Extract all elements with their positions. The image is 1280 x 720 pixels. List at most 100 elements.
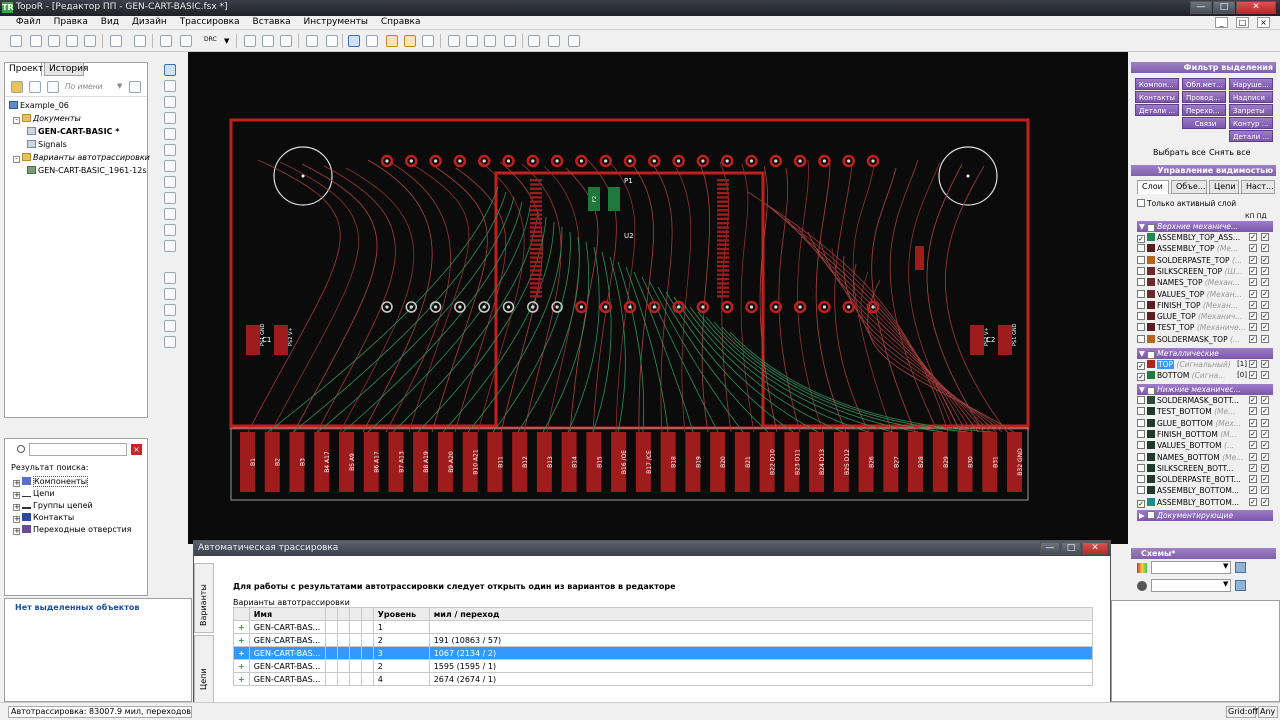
check-tool-icon[interactable] (164, 288, 176, 300)
reload-icon[interactable] (66, 35, 78, 47)
expand-icon[interactable]: + (13, 527, 20, 535)
add-icon[interactable] (29, 81, 41, 93)
split-icon[interactable] (466, 35, 478, 47)
draw-tool-icon[interactable] (164, 96, 176, 108)
layer-row[interactable]: ✓ASSEMBLY_BOTTOM... ✓✓ (1137, 497, 1273, 509)
move-tool-icon[interactable] (164, 80, 176, 92)
group-documenting[interactable]: ▶ Документирующие (1137, 510, 1273, 521)
tab-project[interactable]: Проект (4, 62, 43, 76)
layer-via-checkbox[interactable]: ✓ (1261, 244, 1269, 253)
filter-wires-button[interactable]: Провод... (1182, 91, 1226, 103)
cut-icon[interactable] (244, 35, 256, 47)
layer-pad-checkbox[interactable]: ✓ (1249, 334, 1257, 343)
layer-row[interactable]: VALUES_TOP (Механ...✓✓ (1137, 289, 1273, 301)
layer-via-checkbox[interactable]: ✓ (1261, 475, 1269, 484)
layer-pad-checkbox[interactable]: ✓ (1249, 312, 1257, 321)
layer-visible-checkbox[interactable] (1137, 334, 1145, 343)
collapse-icon[interactable]: - (13, 117, 20, 124)
via-tool-icon[interactable] (164, 224, 176, 236)
circle-tool-icon[interactable] (164, 128, 176, 140)
zoom-in-icon[interactable] (386, 35, 398, 47)
layer-pad-checkbox[interactable]: ✓ (1249, 289, 1257, 298)
new-file-icon[interactable] (10, 35, 22, 47)
layer-row[interactable]: TEST_TOP (Механиче...✓✓ (1137, 323, 1273, 334)
grid-status[interactable]: Grid:off (1226, 706, 1258, 718)
expand-row-icon[interactable]: + (233, 672, 250, 686)
layer-via-checkbox[interactable]: ✓ (1261, 334, 1269, 343)
col-metric[interactable]: мил / переход (428, 607, 1094, 621)
tree-variant-item[interactable]: GEN-CART-BASIC_1961-12s (27, 166, 147, 175)
tab-layers[interactable]: Слои (1137, 180, 1169, 194)
layer-via-checkbox[interactable]: ✓ (1261, 441, 1269, 450)
rect-tool-icon[interactable] (164, 112, 176, 124)
zoom-fit-icon[interactable] (348, 35, 360, 47)
layer-visible-checkbox[interactable] (1137, 312, 1145, 321)
layer-visible-checkbox[interactable] (1137, 475, 1145, 484)
search-result-pins[interactable]: +Контакты (13, 513, 75, 523)
grid-icon[interactable] (160, 35, 172, 47)
minimize-button[interactable]: — (1190, 1, 1212, 14)
layer-row[interactable]: SILKSCREEN_BOTT... ✓✓ (1137, 463, 1273, 475)
maximize-button[interactable]: □ (1213, 1, 1235, 14)
save-view-icon[interactable] (1235, 580, 1246, 591)
layer-via-checkbox[interactable]: ✓ (1261, 300, 1269, 309)
menu-tools[interactable]: Инструменты (303, 17, 368, 27)
text-tool-icon[interactable] (164, 192, 176, 204)
layer-row[interactable]: NAMES_BOTTOM (Ме...✓✓ (1137, 452, 1273, 464)
layer-pad-checkbox[interactable]: ✓ (1249, 475, 1257, 484)
layer-visible-checkbox[interactable] (1137, 278, 1145, 287)
expand-icon[interactable]: + (13, 503, 20, 511)
col-name[interactable]: Имя (248, 607, 326, 621)
mode-status[interactable]: Any (1258, 706, 1278, 718)
zoom-area-icon[interactable] (366, 35, 378, 47)
layer-visible-checkbox[interactable]: ✓ (1137, 362, 1145, 370)
filter-keepouts-button[interactable]: Запреты (1229, 104, 1273, 116)
layer-pad-checkbox[interactable]: ✓ (1249, 278, 1257, 287)
filter-details-button[interactable]: Детали ... (1135, 104, 1179, 116)
only-active-layer-checkbox[interactable]: Только активный слой (1137, 199, 1273, 210)
tree-doc-signals[interactable]: Signals (27, 140, 67, 149)
layer-row[interactable]: GLUE_BOTTOM (Мех...✓✓ (1137, 418, 1273, 430)
trash-icon[interactable] (129, 81, 141, 93)
group-metal[interactable]: ▼ ✓Металлические (1137, 348, 1273, 359)
layer-visible-checkbox[interactable] (1137, 452, 1145, 461)
layer-pad-checkbox[interactable]: ✓ (1249, 441, 1257, 450)
arrow-tool-icon[interactable] (134, 35, 146, 47)
undo-icon[interactable] (306, 35, 318, 47)
layer-row[interactable]: VALUES_BOTTOM (...✓✓ (1137, 441, 1273, 452)
save-icon[interactable] (48, 35, 60, 47)
layer-visible-checkbox[interactable] (1137, 418, 1145, 427)
layer-via-checkbox[interactable]: ✓ (1261, 452, 1269, 461)
drc-dropdown-icon[interactable]: ▼ (224, 37, 230, 45)
measure-icon[interactable] (568, 35, 580, 47)
filter-by-name-dropdown[interactable]: По имени (65, 82, 103, 91)
layer-row[interactable]: GLUE_TOP (Механич...✓✓ (1137, 312, 1273, 323)
layer-row[interactable]: SOLDERMASK_TOP (...✓✓ (1137, 334, 1273, 346)
search-result-components[interactable]: +Компоненты (13, 476, 89, 487)
layer-row[interactable]: SOLDERPASTE_BOTT... ✓✓ (1137, 475, 1273, 486)
dialog-close-button[interactable]: ✕ (1082, 542, 1108, 555)
layer-pad-checkbox[interactable]: ✓ (1249, 244, 1257, 253)
layer-visible-checkbox[interactable]: ✓ (1137, 373, 1145, 382)
layer-visible-checkbox[interactable] (1137, 289, 1145, 298)
rotate-icon[interactable] (484, 35, 496, 47)
filter-labels-button[interactable]: Надписи (1229, 91, 1273, 103)
open-project-icon[interactable] (11, 81, 23, 93)
menu-view[interactable]: Вид (100, 17, 120, 27)
fork-icon[interactable] (528, 35, 540, 47)
rotate-tool-icon[interactable] (164, 272, 176, 284)
color-scheme-select[interactable] (1151, 561, 1231, 574)
search-result-nets[interactable]: +Цепи (13, 489, 55, 499)
filter-links-button[interactable]: Связи (1182, 117, 1226, 129)
layer-via-checkbox[interactable]: ✓ (1261, 486, 1269, 495)
expand-row-icon[interactable]: + (233, 620, 250, 634)
group-bottom-mechanical[interactable]: ▼ ✓Нижние механичес... (1137, 384, 1273, 395)
layer-icon[interactable] (180, 35, 192, 47)
layer-visible-checkbox[interactable] (1137, 463, 1145, 472)
mdi-close-button[interactable]: × (1257, 17, 1270, 28)
layer-visible-checkbox[interactable] (1137, 407, 1145, 416)
expand-row-icon[interactable]: + (233, 659, 250, 673)
